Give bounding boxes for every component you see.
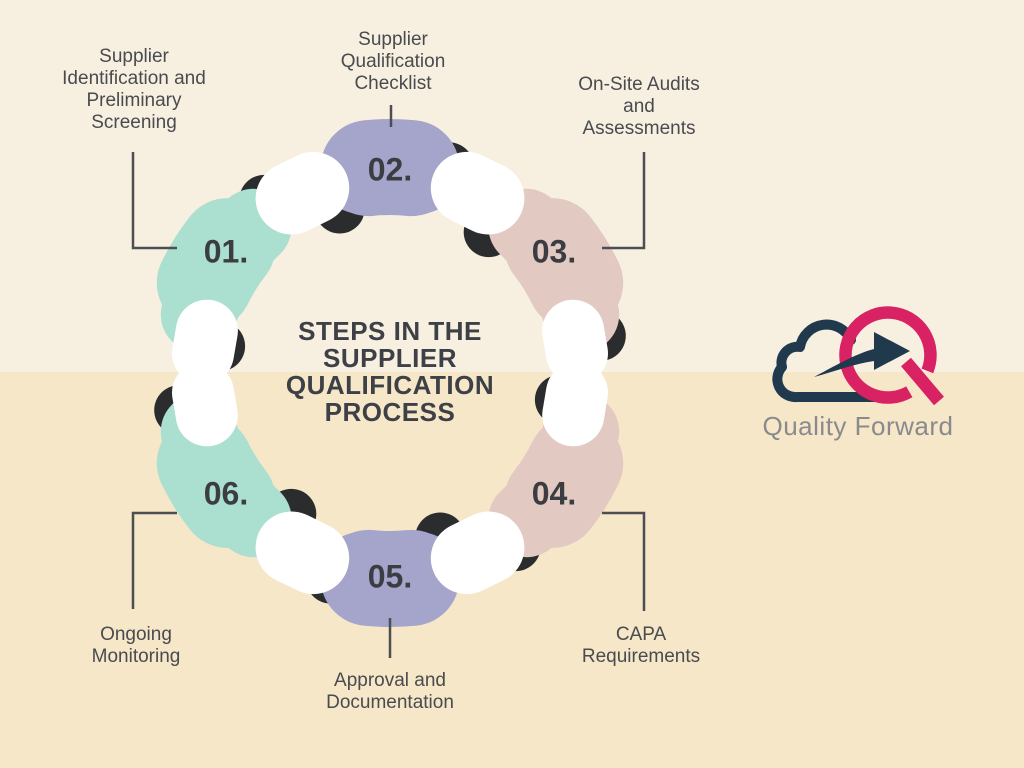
step-label-line: Ongoing <box>100 624 172 645</box>
step-label-01: Supplier Identification and Preliminary … <box>29 46 239 134</box>
ribbon-folds <box>172 151 608 595</box>
step-label-line: Assessments <box>582 118 696 139</box>
step-label-line: Requirements <box>581 646 701 667</box>
title-line: SUPPLIER <box>322 343 458 373</box>
title-line: PROCESS <box>324 397 456 427</box>
step-label-line: Supplier <box>358 29 428 50</box>
step-label-line: Screening <box>91 112 177 133</box>
step-number-02: 02. <box>367 151 413 188</box>
step-label-06: Ongoing Monitoring <box>31 624 241 668</box>
connector-step-03 <box>602 152 646 250</box>
step-label-02: Supplier Qualification Checklist <box>288 29 498 95</box>
step-number-06: 06. <box>203 475 249 512</box>
connector-step-01 <box>131 152 177 250</box>
ring-segment-01-bulge <box>156 198 276 331</box>
step-label-05: Approval and Documentation <box>285 670 495 714</box>
q-ring-icon <box>839 306 937 404</box>
logo-wordmark: Quality Forward <box>762 411 954 441</box>
step-label-04: CAPA Requirements <box>536 624 746 668</box>
ring-segment-04-bulge <box>504 415 624 548</box>
step-label-line: Documentation <box>326 692 454 713</box>
step-number-05: 05. <box>367 558 413 595</box>
ribbon-fold <box>255 511 350 595</box>
quality-forward-logo <box>772 306 944 406</box>
cloud-icon <box>772 319 880 403</box>
step-label-line: Approval and <box>334 670 446 691</box>
ribbon-fold <box>430 151 525 235</box>
ring-segment-02-bulge <box>320 118 460 217</box>
step-label-line: Preliminary <box>86 90 182 111</box>
ribbon-end-cap <box>172 361 238 447</box>
page-title: STEPS IN THE SUPPLIER QUALIFICATION PROC… <box>250 318 530 426</box>
step-label-line: On-Site Audits <box>578 74 700 95</box>
arrow-icon <box>814 332 910 377</box>
step-label-line: and <box>623 96 655 117</box>
ribbon-end-cap <box>542 299 608 385</box>
ribbon-end-cap <box>542 361 608 447</box>
step-label-line: Checklist <box>354 73 432 94</box>
step-number-03: 03. <box>531 233 577 270</box>
ribbon-fold <box>255 151 350 235</box>
step-label-line: Qualification <box>340 51 446 72</box>
ring-segment-06-bulge <box>156 415 276 548</box>
process-ring <box>154 118 626 628</box>
title-line: STEPS IN THE <box>298 316 482 346</box>
step-label-line: Identification and <box>62 68 206 89</box>
step-label-03: On-Site Audits and Assessments <box>534 74 744 140</box>
connector-step-06 <box>131 511 177 609</box>
step-number-04: 04. <box>531 475 577 512</box>
ring-segment-03-bulge <box>504 198 624 331</box>
step-label-line: CAPA <box>615 624 667 645</box>
connector-step-04 <box>602 511 646 611</box>
connector-lines <box>131 105 646 658</box>
step-number-01: 01. <box>203 233 249 270</box>
step-label-line: Monitoring <box>91 646 181 667</box>
ring-segment-05-bulge <box>320 529 460 628</box>
q-tail-icon <box>901 357 944 406</box>
ribbon-end-cap <box>172 299 238 385</box>
step-label-line: Supplier <box>99 46 169 67</box>
ribbon-fold <box>430 511 525 595</box>
title-line: QUALIFICATION <box>285 370 495 400</box>
